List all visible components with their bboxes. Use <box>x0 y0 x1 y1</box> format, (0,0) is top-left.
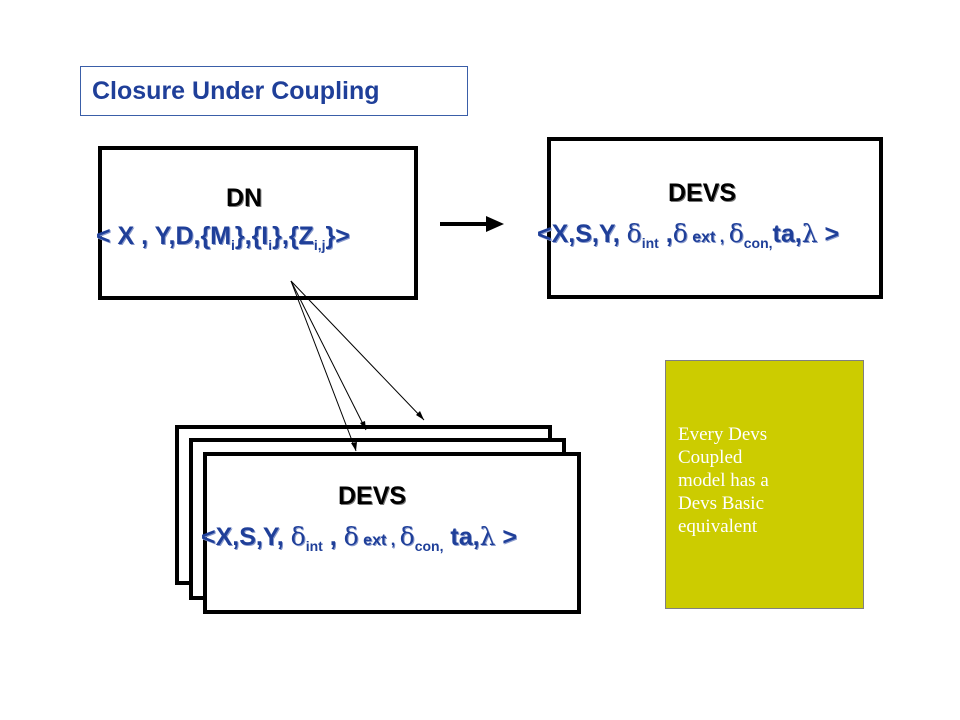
devs-stack-heading: DEVS <box>338 482 407 510</box>
devs-top-tuple: <X,S,Y, δint ,δ ext , δcon,ta,λ > <box>537 219 840 251</box>
transform-arrow <box>440 216 504 232</box>
note-line: Devs Basic <box>678 493 765 514</box>
title-box: Closure Under Coupling <box>80 66 468 116</box>
dn-tuple: < X , Y,D,{Mi},{Ii},{Zi,j}> <box>96 222 350 253</box>
devs-top-box: DEVS <X,S,Y, δint ,δ ext , δcon,ta,λ > <box>537 137 883 299</box>
note-box: Every Devs Coupled model has a Devs Basi… <box>665 360 864 609</box>
devs-stack-tuple: <X,S,Y, δint , δ ext , δcon, ta,λ > <box>201 522 518 554</box>
dn-heading: DN <box>226 184 263 212</box>
dn-box: DN < X , Y,D,{Mi},{Ii},{Zi,j}> <box>96 146 418 300</box>
devs-stack-front: DEVS <X,S,Y, δint , δ ext , δcon, ta,λ > <box>201 452 581 614</box>
devs-top-heading: DEVS <box>668 179 737 207</box>
page-title: Closure Under Coupling <box>92 77 380 105</box>
note-line: Coupled <box>678 447 743 468</box>
note-line: equivalent <box>678 516 758 537</box>
note-line: Every Devs <box>678 424 768 445</box>
note-line: model has a <box>678 470 769 491</box>
